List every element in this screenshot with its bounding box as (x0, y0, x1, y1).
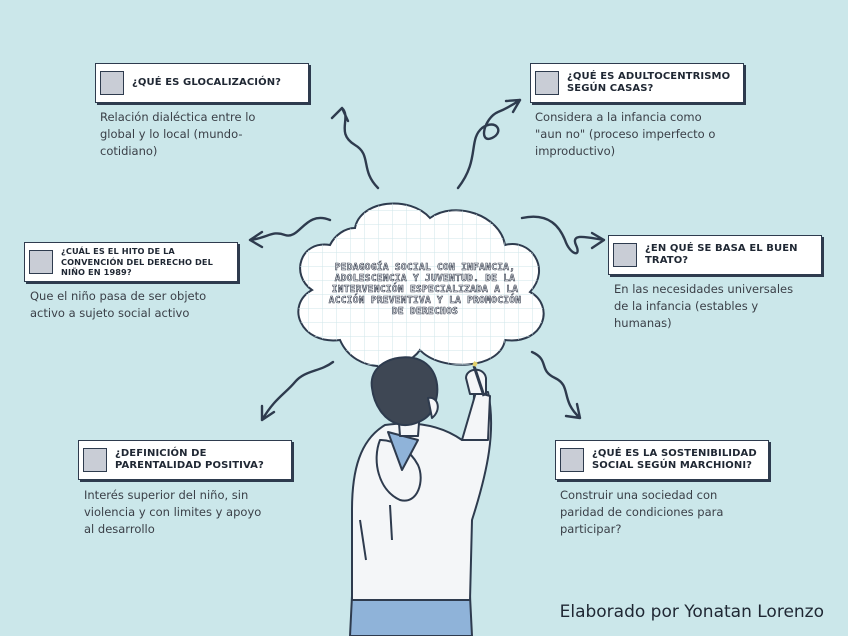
checkbox-icon (29, 250, 53, 274)
question-card-glocalizacion: ¿QUÉ ES GLOCALIZACIÓN? (95, 63, 309, 103)
answer-buen-trato: En las necesidades universales de la inf… (614, 281, 798, 332)
question-card-sostenibilidad: ¿QUÉ ES LA SOSTENIBILIDAD SOCIAL SEGÚN M… (555, 440, 769, 480)
question-card-adultocentrismo: ¿QUÉ ES ADULTOCENTRISMO SEGÚN CASAS? (530, 63, 744, 103)
central-topic: PEDAGOGÍA SOCIAL CON INFANCIA, ADOLESCEN… (322, 262, 528, 317)
person-illustration (350, 357, 491, 636)
arrow-to-parentalidad (262, 362, 333, 420)
arrow-to-glocalizacion (332, 108, 378, 188)
answer-hito: Que el niño pasa de ser objeto activo a … (30, 288, 220, 322)
question-text: ¿QUÉ ES LA SOSTENIBILIDAD SOCIAL SEGÚN M… (592, 448, 768, 472)
question-text: ¿QUÉ ES ADULTOCENTRISMO SEGÚN CASAS? (567, 71, 743, 95)
checkbox-icon (83, 448, 107, 472)
answer-parentalidad: Interés superior del niño, sin violencia… (84, 487, 270, 538)
question-text: ¿CUÁL ES EL HITO DE LA CONVENCIÓN DEL DE… (61, 246, 237, 278)
question-card-buen-trato: ¿EN QUÉ SE BASA EL BUEN TRATO? (608, 235, 822, 275)
answer-glocalizacion: Relación dialéctica entre lo global y lo… (100, 109, 268, 160)
checkbox-icon (535, 71, 559, 95)
question-text: ¿QUÉ ES GLOCALIZACIÓN? (132, 77, 281, 89)
question-text: ¿DEFINICIÓN DE PARENTALIDAD POSITIVA? (115, 448, 291, 472)
checkbox-icon (100, 71, 124, 95)
checkbox-icon (560, 448, 584, 472)
author-credit: Elaborado por Yonatan Lorenzo (560, 602, 824, 622)
question-card-hito: ¿CUÁL ES EL HITO DE LA CONVENCIÓN DEL DE… (24, 242, 238, 282)
checkbox-icon (613, 243, 637, 267)
question-text: ¿EN QUÉ SE BASA EL BUEN TRATO? (645, 243, 821, 267)
answer-sostenibilidad: Construir una sociedad con paridad de co… (560, 487, 740, 538)
arrow-to-hito (250, 218, 330, 247)
arrow-to-buen-trato (522, 217, 604, 254)
arrow-to-adultocentrismo (458, 100, 520, 188)
arrow-to-sostenibilidad (532, 352, 580, 418)
question-card-parentalidad: ¿DEFINICIÓN DE PARENTALIDAD POSITIVA? (78, 440, 292, 480)
answer-adultocentrismo: Considera a la infancia como "aun no" (p… (535, 109, 725, 160)
